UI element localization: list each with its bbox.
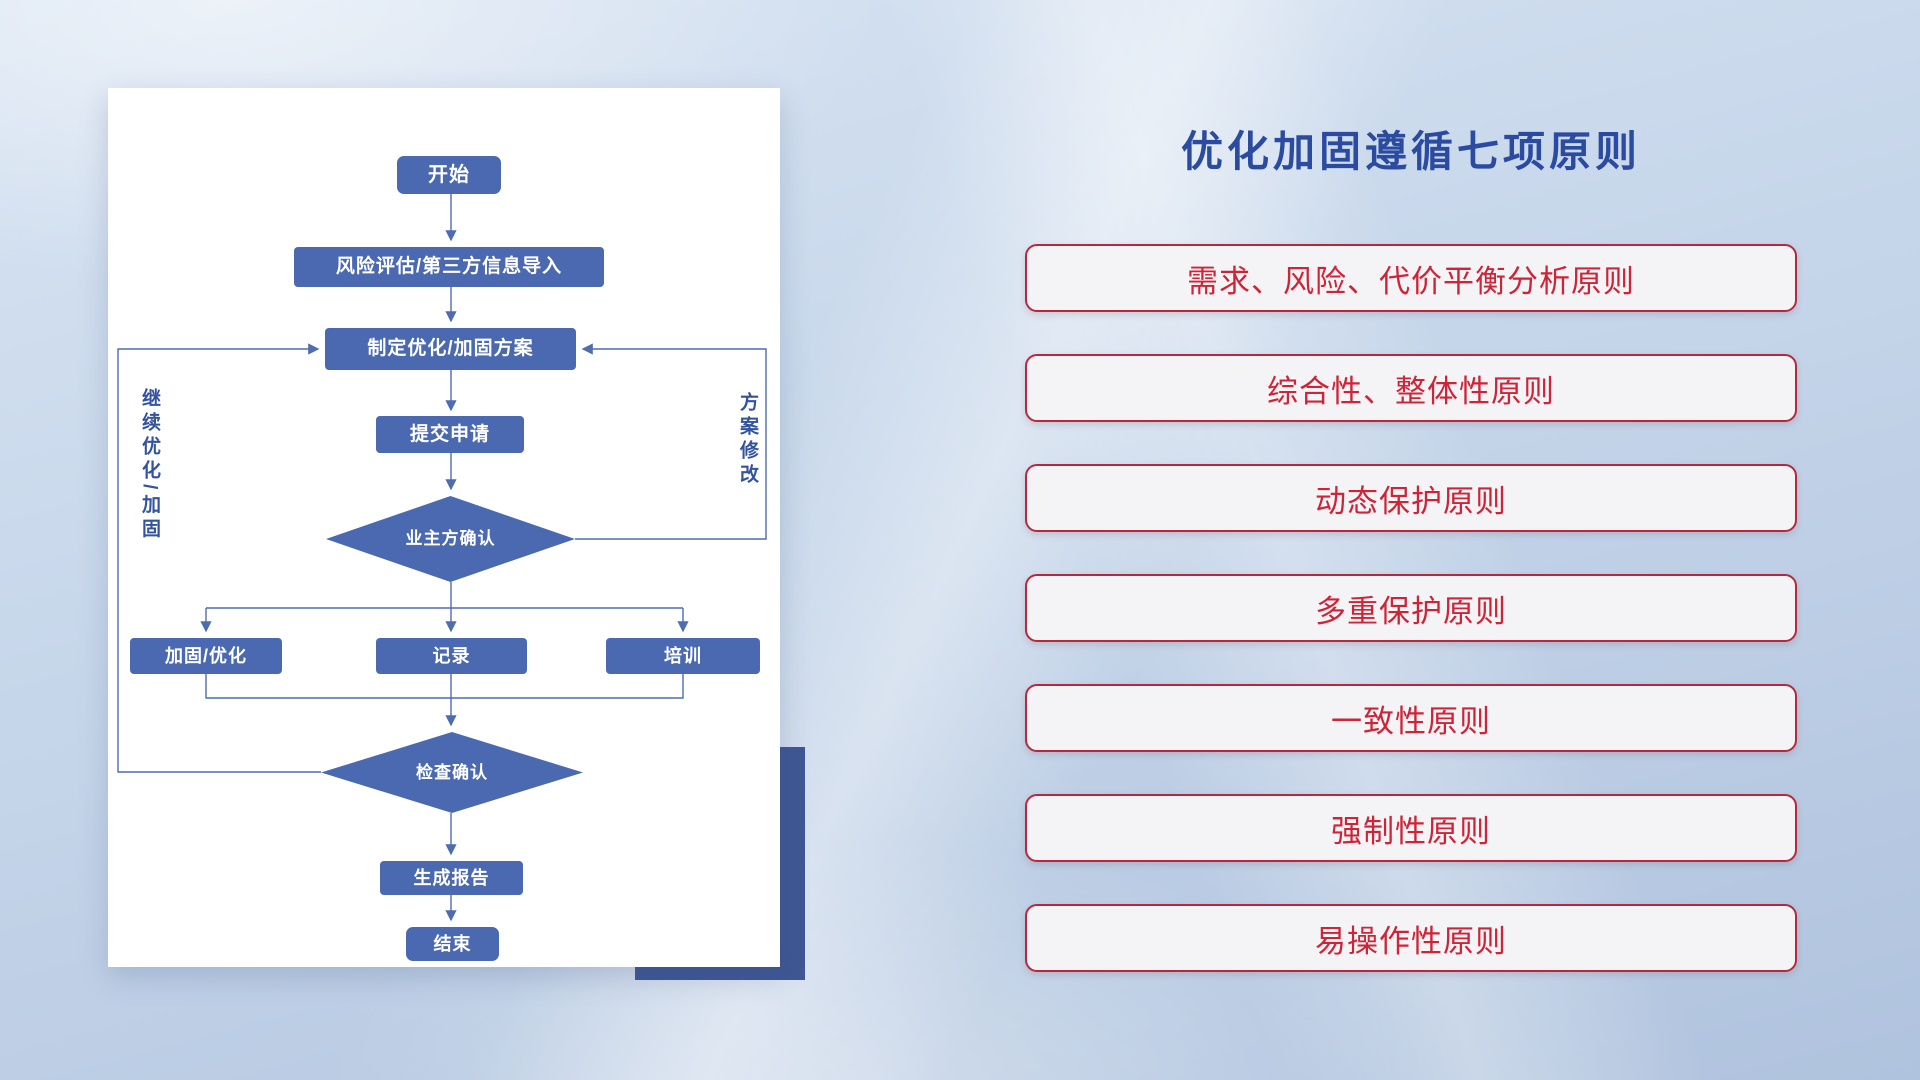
flow-node-end: 结束 <box>406 927 499 961</box>
loop-label-continue: 继续优化/加固 <box>139 388 160 543</box>
flow-node-start: 开始 <box>397 156 501 194</box>
principle-item: 强制性原则 <box>1025 794 1797 862</box>
flow-node-risk-import: 风险评估/第三方信息导入 <box>294 247 604 287</box>
flow-node-make-plan: 制定优化/加固方案 <box>325 328 576 370</box>
flow-node-reinforce: 加固/优化 <box>130 638 282 674</box>
principle-item: 易操作性原则 <box>1025 904 1797 972</box>
flowchart-connectors <box>117 194 767 922</box>
loop-label-modify: 方案修改 <box>737 392 758 488</box>
principle-item: 多重保护原则 <box>1025 574 1797 642</box>
page-title: 优化加固遵循七项原则 <box>1180 128 1641 175</box>
principle-item: 一致性原则 <box>1025 684 1797 752</box>
flow-node-training: 培训 <box>606 638 760 674</box>
flowchart-card: 开始 风险评估/第三方信息导入 制定优化/加固方案 提交申请 业主方确认 加固/… <box>108 88 780 967</box>
principle-item: 动态保护原则 <box>1025 464 1797 532</box>
principles-list: 需求、风险、代价平衡分析原则 综合性、整体性原则 动态保护原则 多重保护原则 一… <box>1025 244 1797 972</box>
flow-node-submit: 提交申请 <box>376 416 524 453</box>
principle-item: 需求、风险、代价平衡分析原则 <box>1025 244 1797 312</box>
flow-node-record: 记录 <box>376 638 527 674</box>
flow-node-report: 生成报告 <box>380 861 523 895</box>
principle-item: 综合性、整体性原则 <box>1025 354 1797 422</box>
connector-lines <box>117 194 767 922</box>
